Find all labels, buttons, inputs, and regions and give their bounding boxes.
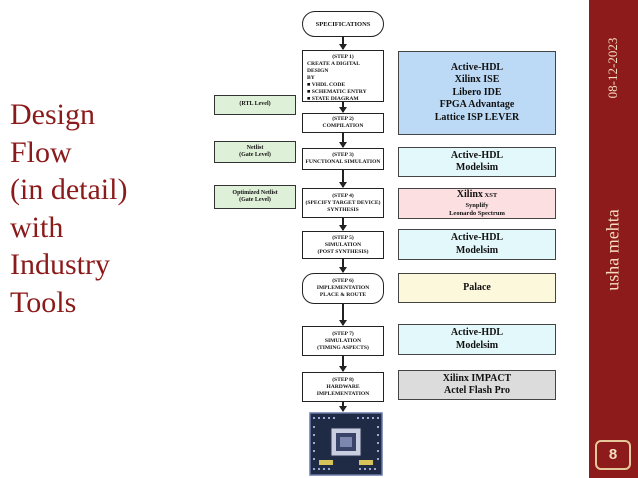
- tool-box-timing-sim: Active-HDL Modelsim: [398, 324, 556, 355]
- flow-arrow: [339, 170, 347, 188]
- step-label: PLACE & ROUTE: [319, 292, 367, 298]
- slide-date: 08-12-2023: [605, 37, 620, 99]
- tool-name: Palace: [463, 281, 491, 293]
- title-line: with: [10, 210, 64, 244]
- step1-title: CREATE A DIGITAL DESIGN: [307, 61, 360, 74]
- step-label: (STEP 6): [332, 278, 354, 284]
- level-label: (Gate Level): [239, 152, 271, 158]
- step-label: (STEP 7): [332, 330, 354, 337]
- flow-arrow: [339, 102, 347, 113]
- page-number: 8: [608, 446, 618, 463]
- step1-by: BY: [307, 75, 315, 81]
- spec-label: SPECIFICATIONS: [315, 20, 371, 28]
- step1-node: (STEP 1) CREATE A DIGITAL DESIGN BY ■ VH…: [302, 50, 384, 102]
- tool-box-design: Active-HDL Xilinx ISE Libero IDE FPGA Ad…: [398, 51, 556, 135]
- level-label: (RTL Level): [239, 101, 271, 108]
- tool-name: FPGA Advantage: [439, 99, 515, 111]
- step-label: (STEP 2): [332, 116, 354, 122]
- step2-node: (STEP 2) COMPILATION: [302, 113, 384, 133]
- tool-box-functional-sim: Active-HDL Modelsim: [398, 147, 556, 177]
- step-label: (STEP 8): [332, 376, 354, 383]
- tool-name: Actel Flash Pro: [444, 385, 510, 396]
- page-number-frame: [595, 440, 631, 470]
- level-label: Netlist: [246, 144, 264, 151]
- tool-name: Active-HDL: [450, 61, 504, 73]
- tool-box-synthesis: Xilinx XST Synplify Leonardo Spectrum: [398, 188, 556, 219]
- tool-name: Active-HDL: [450, 149, 504, 161]
- flow-arrow: [339, 402, 347, 412]
- step1-item: ■ STATE DIAGRAM: [307, 96, 359, 102]
- flow-arrow: [339, 304, 347, 326]
- level-label: Optimized Netlist: [232, 189, 278, 196]
- step-label: (STEP 4): [332, 192, 354, 199]
- step-label: (TIMING ASPECTS): [317, 344, 369, 351]
- level-box-optimized: Optimized Netlist (Gate Level): [214, 185, 296, 209]
- spec-node: SPECIFICATIONS: [302, 11, 384, 37]
- tool-name: Modelsim: [455, 339, 499, 351]
- step-label: IMPLEMENTATION: [316, 285, 370, 291]
- step8-node: (STEP 8) HARDWARE IMPLEMENTATION: [302, 372, 384, 402]
- tool-name: Modelsim: [455, 162, 499, 173]
- flow-arrow: [339, 133, 347, 148]
- title-line: (in detail): [10, 173, 128, 206]
- step3-node: (STEP 3) FUNCTIONAL SIMULATION: [302, 148, 384, 170]
- step-label: SIMULATION: [324, 337, 362, 344]
- tool-box-hardware: Xilinx IMPACT Actel Flash Pro: [398, 370, 556, 400]
- tool-name: Xilinx ISE: [454, 74, 500, 86]
- step1-item: ■ SCHEMATIC ENTRY: [307, 89, 367, 95]
- title-line: Flow: [10, 135, 72, 169]
- title-line: Design: [10, 98, 95, 131]
- tool-name: Modelsim: [455, 244, 499, 256]
- step-label: IMPLEMENTATION: [316, 390, 370, 397]
- sidebar-bar: [589, 0, 638, 478]
- step1-item: ■ VHDL CODE: [307, 82, 346, 88]
- tool-box-post-synthesis-sim: Active-HDL Modelsim: [398, 229, 556, 260]
- flow-arrow: [339, 37, 347, 50]
- step-label: SIMULATION: [324, 241, 362, 248]
- step-label: HARDWARE: [326, 383, 360, 390]
- step-label: (POST SYNTHESIS): [317, 248, 369, 255]
- slide-author: usha mehta: [602, 209, 623, 291]
- tool-name: Synplify: [465, 201, 489, 209]
- title-line: Industry: [10, 248, 110, 281]
- step-label: (SPECIFY TARGET DEVICE): [305, 199, 381, 206]
- step-label: FUNCTIONAL SIMULATION: [305, 159, 381, 165]
- level-box-netlist: Netlist (Gate Level): [214, 141, 296, 163]
- title-line: Tools: [10, 285, 77, 319]
- tool-name: Active-HDL: [450, 327, 504, 338]
- step-label: (STEP 3): [332, 152, 354, 158]
- tool-name: Active-HDL: [450, 232, 504, 243]
- step-label: COMPILATION: [322, 123, 364, 129]
- step4-node: (STEP 4) (SPECIFY TARGET DEVICE) SYNTHES…: [302, 188, 384, 218]
- tool-name: Libero IDE: [452, 86, 502, 98]
- step-label: SYNTHESIS: [327, 206, 359, 213]
- step-label: (STEP 5): [332, 234, 354, 241]
- step6-node: (STEP 6) IMPLEMENTATION PLACE & ROUTE: [302, 273, 384, 304]
- tool-name: Xilinx XST: [456, 189, 498, 201]
- tool-name: Leonardo Spectrum: [449, 209, 505, 217]
- step1-heading: (STEP 1): [332, 54, 354, 60]
- level-box-rtl: (RTL Level): [214, 95, 296, 115]
- level-label: (Gate Level): [239, 197, 271, 203]
- flow-arrow: [339, 218, 347, 231]
- slide-title: Design Flow (in detail) with Industry To…: [10, 96, 200, 321]
- tool-name: Xilinx IMPACT: [442, 372, 512, 384]
- flow-arrow: [339, 356, 347, 372]
- tool-box-place-route: Palace: [398, 273, 556, 303]
- tool-name: Lattice ISP LEVER: [434, 111, 520, 123]
- flow-arrow: [339, 259, 347, 273]
- step7-node: (STEP 7) SIMULATION (TIMING ASPECTS): [302, 326, 384, 356]
- step5-node: (STEP 5) SIMULATION (POST SYNTHESIS): [302, 231, 384, 259]
- fpga-board-image: [309, 412, 383, 476]
